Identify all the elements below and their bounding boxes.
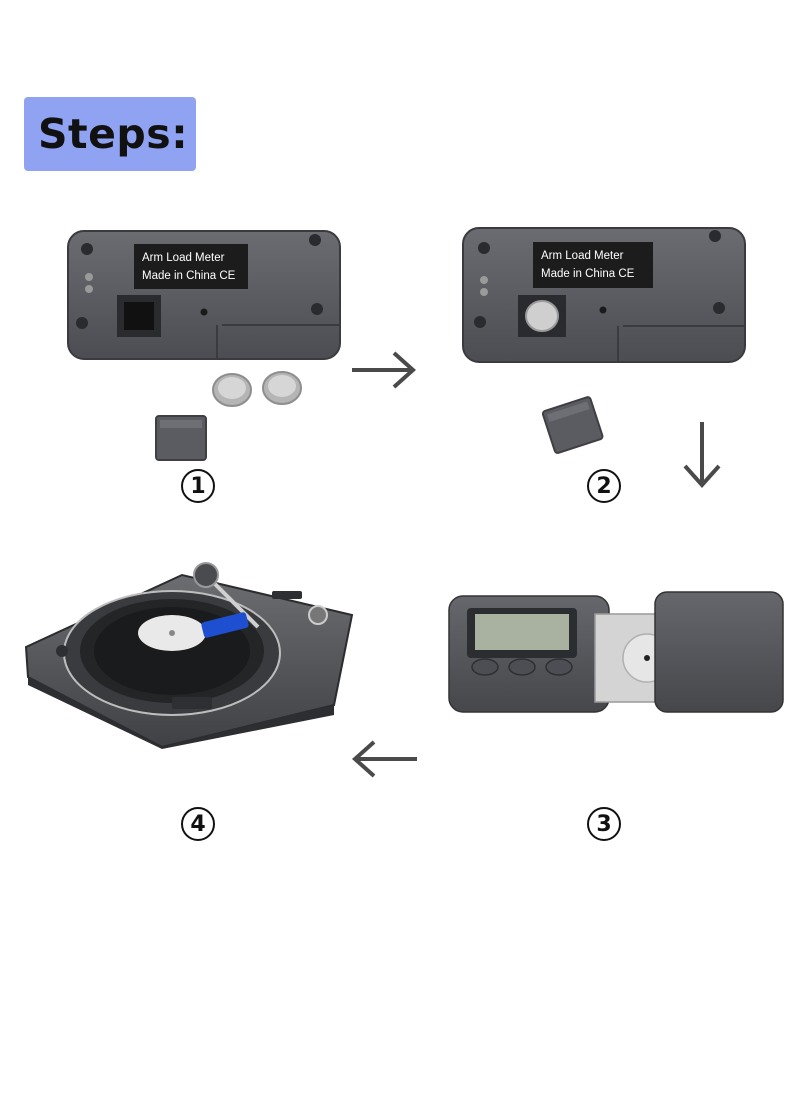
arrow-right-icon	[352, 351, 416, 389]
step3-scale-image	[448, 591, 784, 713]
step1-meter-label: Arm Load Meter Made in China CE	[134, 244, 248, 289]
step2-meter-label: Arm Load Meter Made in China CE	[533, 242, 653, 288]
meter-label-line1: Arm Load Meter	[541, 250, 624, 262]
battery-cover-image	[155, 415, 207, 461]
meter-label-line2: Made in China CE	[541, 267, 635, 280]
meter-label-line1: Arm Load Meter	[142, 252, 225, 264]
battery-coins-image	[212, 371, 302, 407]
steps-title-banner: Steps:	[24, 97, 196, 171]
step4-turntable-image	[24, 562, 354, 749]
step-number-4: 4	[181, 807, 215, 841]
step-number-1: 1	[181, 469, 215, 503]
arrow-left-icon	[352, 740, 417, 778]
meter-label-line2: Made in China CE	[142, 269, 236, 282]
step-number-3: 3	[587, 807, 621, 841]
battery-cover-tilted-image	[541, 396, 604, 454]
step-number-2: 2	[587, 469, 621, 503]
arrow-down-icon	[683, 422, 721, 488]
steps-title: Steps:	[38, 110, 189, 158]
